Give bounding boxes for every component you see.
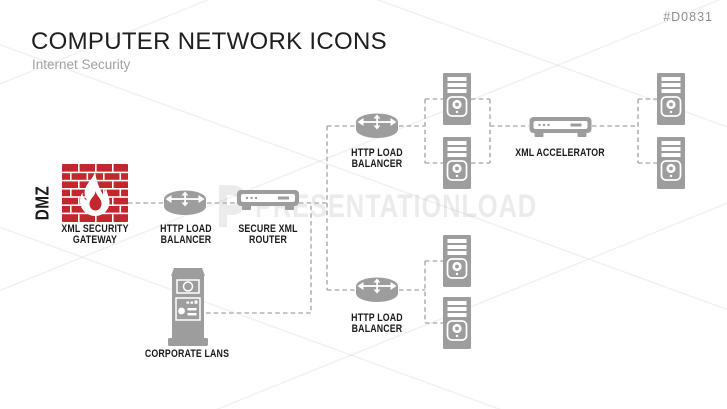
page-title: COMPUTER NETWORK ICONS xyxy=(31,28,387,55)
label-secure-xml-router: SECURE XML ROUTER xyxy=(238,223,298,246)
template-id-badge: #D0831 xyxy=(663,10,713,24)
dmz-zone-label: DMZ xyxy=(32,185,53,221)
xml-accelerator-icon xyxy=(529,117,592,137)
mainframe-icon xyxy=(168,268,208,346)
load-balancer-icon xyxy=(164,190,206,215)
server-icon xyxy=(657,137,685,189)
label-http-load-balancer-1: HTTP LOAD BALANCER xyxy=(160,223,212,246)
label-http-load-balancer-3: HTTP LOAD BALANCER xyxy=(351,312,403,335)
server-icon xyxy=(443,297,471,349)
server-icon xyxy=(443,235,471,287)
load-balancer-icon xyxy=(356,113,398,138)
flame-icon xyxy=(79,169,110,216)
label-xml-accelerator: XML ACCELERATOR xyxy=(515,147,605,159)
label-http-load-balancer-2: HTTP LOAD BALANCER xyxy=(351,147,403,170)
server-icon xyxy=(443,137,471,189)
label-corporate-lans: CORPORATE LANS xyxy=(144,348,230,360)
firewall-icon xyxy=(62,164,128,222)
server-icon xyxy=(443,73,471,125)
server-icon xyxy=(657,73,685,125)
page-subtitle: Internet Security xyxy=(32,57,131,72)
load-balancer-icon xyxy=(356,277,398,302)
label-xml-security-gateway: XML SECURITY GATEWAY xyxy=(61,223,129,246)
router-icon xyxy=(237,190,299,210)
